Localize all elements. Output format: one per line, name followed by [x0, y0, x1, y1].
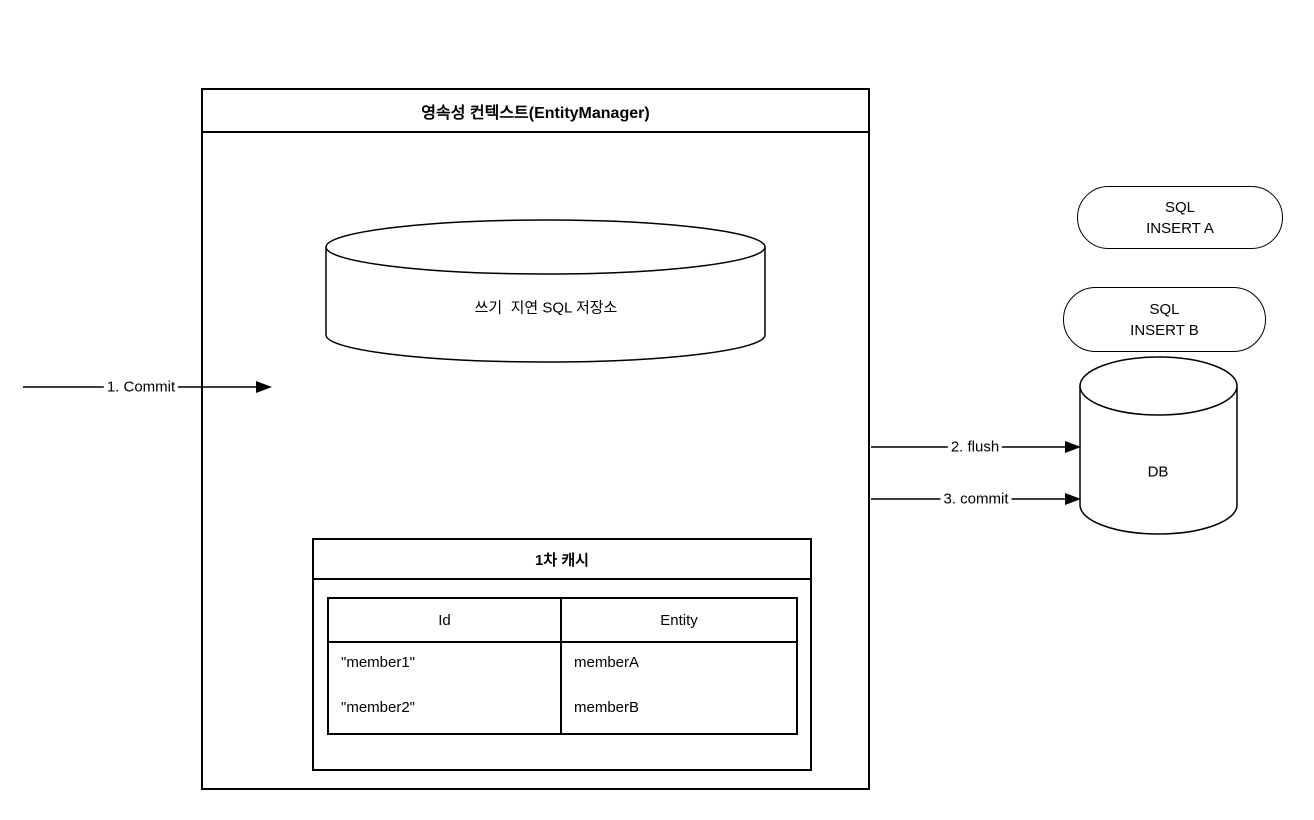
sql-insert-b-line1: SQL	[1149, 300, 1180, 318]
cache-row-entity-memberA: memberA	[574, 654, 640, 671]
cache-table-header-entity: Entity	[660, 611, 698, 629]
sql-insert-a-pill: SQL INSERT A	[1077, 186, 1283, 249]
cache-table-entity-cell: memberA memberB	[562, 643, 796, 733]
first-level-cache-title: 1차 캐시	[314, 540, 810, 580]
cell-spacer	[574, 672, 796, 699]
cell-spacer	[341, 672, 560, 699]
sql-insert-b-pill: SQL INSERT B	[1063, 287, 1266, 352]
commit-arrow-label: 1. Commit	[103, 378, 179, 396]
cache-table-header-id: Id	[329, 599, 562, 641]
cache-row-id-member1: "member1"	[341, 654, 416, 671]
persistence-context-box: 영속성 컨텍스트(EntityManager)	[201, 88, 870, 790]
flush-arrow-label: 2. flush	[947, 438, 1003, 456]
write-behind-store-label: 쓰기 지연 SQL 저장소	[474, 299, 618, 317]
db-commit-arrow-label: 3. commit	[940, 490, 1012, 508]
sql-insert-a-line1: SQL	[1164, 198, 1195, 216]
db-cylinder	[1079, 356, 1238, 535]
cache-entity-table: Id Entity "member1" "member2" memberA me…	[327, 597, 798, 735]
db-label: DB	[1147, 463, 1169, 481]
persistence-context-title: 영속성 컨텍스트(EntityManager)	[203, 90, 868, 133]
write-behind-sql-store-cylinder	[325, 219, 766, 363]
cache-table-body: "member1" "member2" memberA memberB	[329, 643, 796, 733]
cache-row-id-member2: "member2"	[341, 699, 416, 716]
cache-table-id-cell: "member1" "member2"	[329, 643, 562, 733]
cache-row-entity-memberB: memberB	[574, 699, 640, 716]
sql-insert-b-line2: INSERT B	[1130, 321, 1199, 339]
first-level-cache-box: 1차 캐시	[312, 538, 812, 771]
cache-table-header-row: Id Entity	[329, 599, 796, 643]
sql-insert-a-line2: INSERT A	[1146, 219, 1214, 237]
